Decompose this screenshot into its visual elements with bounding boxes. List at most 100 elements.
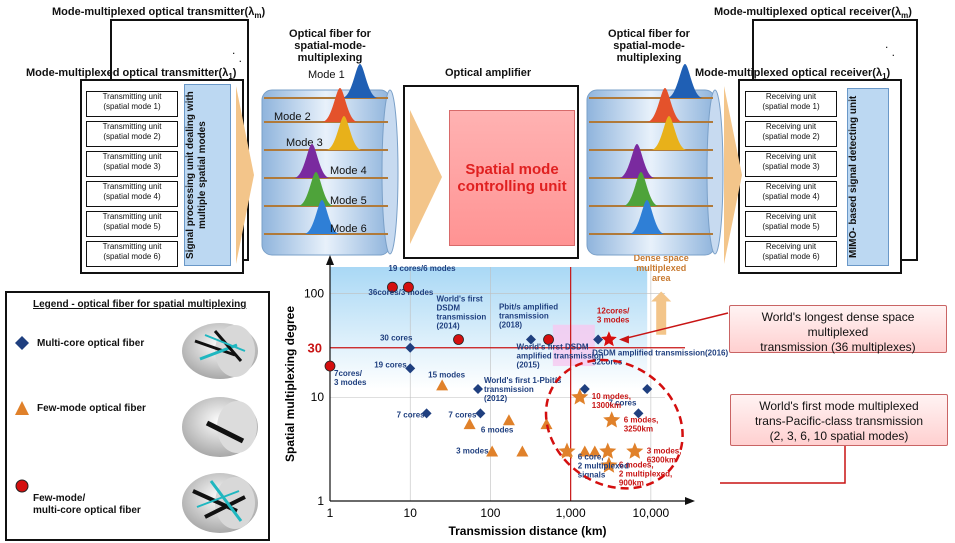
mode-peak-6 xyxy=(304,200,340,234)
receiving-unit-5: Receiving unit (spatial mode 5) xyxy=(745,211,837,237)
highlight-star xyxy=(599,442,617,459)
receiving-unit-2: Receiving unit (spatial mode 2) xyxy=(745,121,837,147)
legend-few-mode-label: Few-mode optical fiber xyxy=(37,403,146,414)
fiber-right-drawing xyxy=(586,64,724,256)
y-tick-label: 100 xyxy=(304,286,324,300)
y-highlight-label: 30 xyxy=(308,341,322,356)
mode-peak-5 xyxy=(298,172,334,206)
few-mode-multicore-label: 7cores/3 modes xyxy=(334,369,367,387)
highlight-label: 6 modes,3250km xyxy=(624,415,659,433)
mode-label-5: Mode 5 xyxy=(330,195,367,207)
multi-core-point xyxy=(633,408,644,419)
callout-longest-transmission: World's longest dense space multiplexed … xyxy=(729,305,947,354)
mimo-signal-detecting-unit: MIMO- based signal detecting unit xyxy=(847,88,889,266)
mode-label-3: Mode 3 xyxy=(286,137,323,149)
multi-core-point xyxy=(525,334,536,345)
few-mode-point xyxy=(516,445,529,457)
x-tick-label: 1,000 xyxy=(556,506,586,520)
x-tick-label: 100 xyxy=(480,506,500,520)
transmitting-unit-4: Transmitting unit (spatial mode 4) xyxy=(86,181,178,207)
highlight-label: 3 modes,6300km xyxy=(647,446,682,464)
y-tick-label: 1 xyxy=(317,494,324,508)
fiber-end xyxy=(381,89,399,255)
few-mode-point xyxy=(502,414,515,426)
few-mode-multicore-point xyxy=(453,334,464,345)
few-mode-multicore-point xyxy=(324,360,336,372)
fiber-cross-section-images xyxy=(182,323,258,533)
few-mode-multicore-point xyxy=(387,281,398,293)
transmitting-unit-2: Transmitting unit (spatial mode 2) xyxy=(86,121,178,147)
signal-processing-unit: Signal processing unit dealing with mult… xyxy=(184,84,231,266)
receiver-m-title: Mode-multiplexed optical receiver(λm) xyxy=(714,6,912,21)
x-tick-label: 10 xyxy=(404,506,418,520)
receiving-unit-1: Receiving unit (spatial mode 1) xyxy=(745,91,837,117)
multi-core-label: 30 cores xyxy=(380,334,413,343)
transmitting-unit-5: Transmitting unit (spatial mode 5) xyxy=(86,211,178,237)
multi-core-label: DSDM amplified transmission(2016)32cores xyxy=(592,349,728,367)
mode-peak-3 xyxy=(326,116,362,150)
triangle-icon xyxy=(15,401,29,415)
few-mode-label: 6 modes xyxy=(481,425,514,434)
diamond-icon xyxy=(15,336,29,350)
callout-arrow-top-head xyxy=(618,335,629,344)
mode-label-6: Mode 6 xyxy=(330,223,367,235)
y-axis-label: Spatial multiplexing degree xyxy=(283,306,297,462)
fiber-right-title: Optical fiber for spatial-mode-multiplex… xyxy=(608,28,690,64)
transmitting-unit-3: Transmitting unit (spatial mode 3) xyxy=(86,151,178,177)
highlight-star xyxy=(599,329,619,348)
few-mode-point xyxy=(578,445,591,457)
multi-core-point xyxy=(473,384,484,395)
dense-area-pink xyxy=(552,324,595,367)
ellipsis-dots-right: . . xyxy=(885,37,896,59)
y-axis-arrow xyxy=(326,255,334,265)
receiving-unit-6: Receiving unit (spatial mode 6) xyxy=(745,241,837,267)
dense-area-arrow xyxy=(651,291,672,335)
multi-core-point xyxy=(579,384,590,395)
legend-few-mode-multicore-label: Few-mode/ multi-core optical fiber xyxy=(33,493,141,516)
callout-arrow-top xyxy=(620,312,729,341)
multi-core-label: 19 cores xyxy=(374,360,407,369)
receiver-input-arrow xyxy=(724,86,742,264)
circle-icon xyxy=(15,479,29,493)
callout-trans-pacific: World's first mode multiplexed trans-Pac… xyxy=(730,394,948,446)
mode-peak-4 xyxy=(619,144,655,178)
highlight-label: 12cores/3 modes xyxy=(597,307,630,325)
highlight-star xyxy=(603,411,621,428)
x-tick-label: 10,000 xyxy=(633,506,670,520)
amplifier-title: Optical amplifier xyxy=(445,67,532,79)
amplifier-input-arrow xyxy=(410,110,442,244)
multi-core-point xyxy=(421,408,432,419)
highlight-star xyxy=(558,442,576,459)
x-axis-arrow xyxy=(685,497,695,505)
multi-core-point xyxy=(475,408,486,419)
few-mode-multicore-point xyxy=(403,281,414,293)
few-mode-multicore-point xyxy=(543,334,554,345)
transmitting-unit-1: Transmitting unit (spatial mode 1) xyxy=(86,91,178,117)
few-mode-label: 3 modes xyxy=(456,446,489,455)
few-mode-point xyxy=(486,445,499,457)
legend-title: Legend - optical fiber for spatial multi… xyxy=(33,299,247,310)
spatial-mode-controlling-unit: Spatial mode controlling unit xyxy=(449,110,575,246)
highlight-star xyxy=(571,388,589,405)
chart-background-band xyxy=(330,267,648,390)
mode-peak-1 xyxy=(342,64,378,98)
mode-peak-2 xyxy=(647,88,683,122)
transmitter-output-arrow xyxy=(236,86,254,264)
multi-core-label: 7 cores xyxy=(608,398,637,407)
fiber-end xyxy=(706,89,724,255)
highlight-star xyxy=(600,456,618,473)
x-tick-label: 1 xyxy=(327,506,334,520)
few-mode-point xyxy=(540,418,553,430)
y-tick-label: 10 xyxy=(311,390,325,404)
transmitting-unit-6: Transmitting unit (spatial mode 6) xyxy=(86,241,178,267)
mode-peak-3 xyxy=(651,116,687,150)
few-mode-multicore-label: 36cores/3 modes xyxy=(368,288,433,297)
receiving-unit-3: Receiving unit (spatial mode 3) xyxy=(745,151,837,177)
